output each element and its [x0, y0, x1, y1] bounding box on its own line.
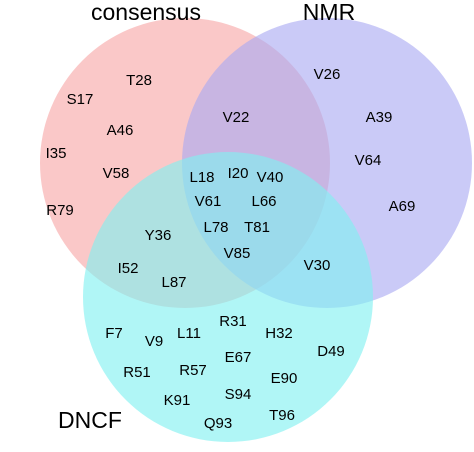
residue-label: A39	[366, 109, 393, 126]
residue-label: R51	[123, 364, 151, 381]
residue-label: E90	[271, 370, 298, 387]
residue-label: V22	[223, 109, 250, 126]
residue-label: V64	[355, 152, 382, 169]
dncf-title: DNCF	[58, 407, 122, 433]
residue-label: L78	[203, 219, 228, 236]
residue-label: I52	[118, 260, 139, 277]
residue-label: T96	[269, 407, 295, 424]
residue-label: I20	[228, 165, 249, 182]
residue-label: R57	[179, 362, 207, 379]
residue-label: R79	[46, 202, 74, 219]
residue-label: V85	[224, 245, 251, 262]
residue-label: T81	[244, 219, 270, 236]
residue-label: I35	[46, 145, 67, 162]
residue-label: Q93	[204, 415, 232, 432]
residue-label: F7	[105, 325, 123, 342]
nmr-title: NMR	[303, 0, 355, 25]
residue-label: R31	[219, 313, 247, 330]
residue-label: A46	[107, 122, 134, 139]
residue-label: L87	[161, 274, 186, 291]
residue-label: V40	[257, 169, 284, 186]
residue-label: V26	[314, 66, 341, 83]
residue-label: Y36	[145, 227, 172, 244]
residue-label: V61	[195, 193, 222, 210]
residue-label: V30	[304, 257, 331, 274]
consensus-title: consensus	[91, 0, 201, 25]
dncf-circle	[83, 152, 373, 442]
residue-label: S94	[225, 386, 252, 403]
residue-label: S17	[67, 91, 94, 108]
residue-label: D49	[317, 343, 345, 360]
residue-label: L11	[177, 325, 201, 342]
residue-label: H32	[265, 325, 293, 342]
residue-label: V9	[145, 333, 163, 350]
residue-label: T28	[126, 72, 152, 89]
residue-label: L18	[189, 169, 214, 186]
residue-label: E67	[225, 349, 252, 366]
residue-label: L66	[251, 193, 276, 210]
residue-label: A69	[389, 198, 416, 215]
residue-label: K91	[164, 392, 191, 409]
residue-label: V58	[103, 165, 130, 182]
